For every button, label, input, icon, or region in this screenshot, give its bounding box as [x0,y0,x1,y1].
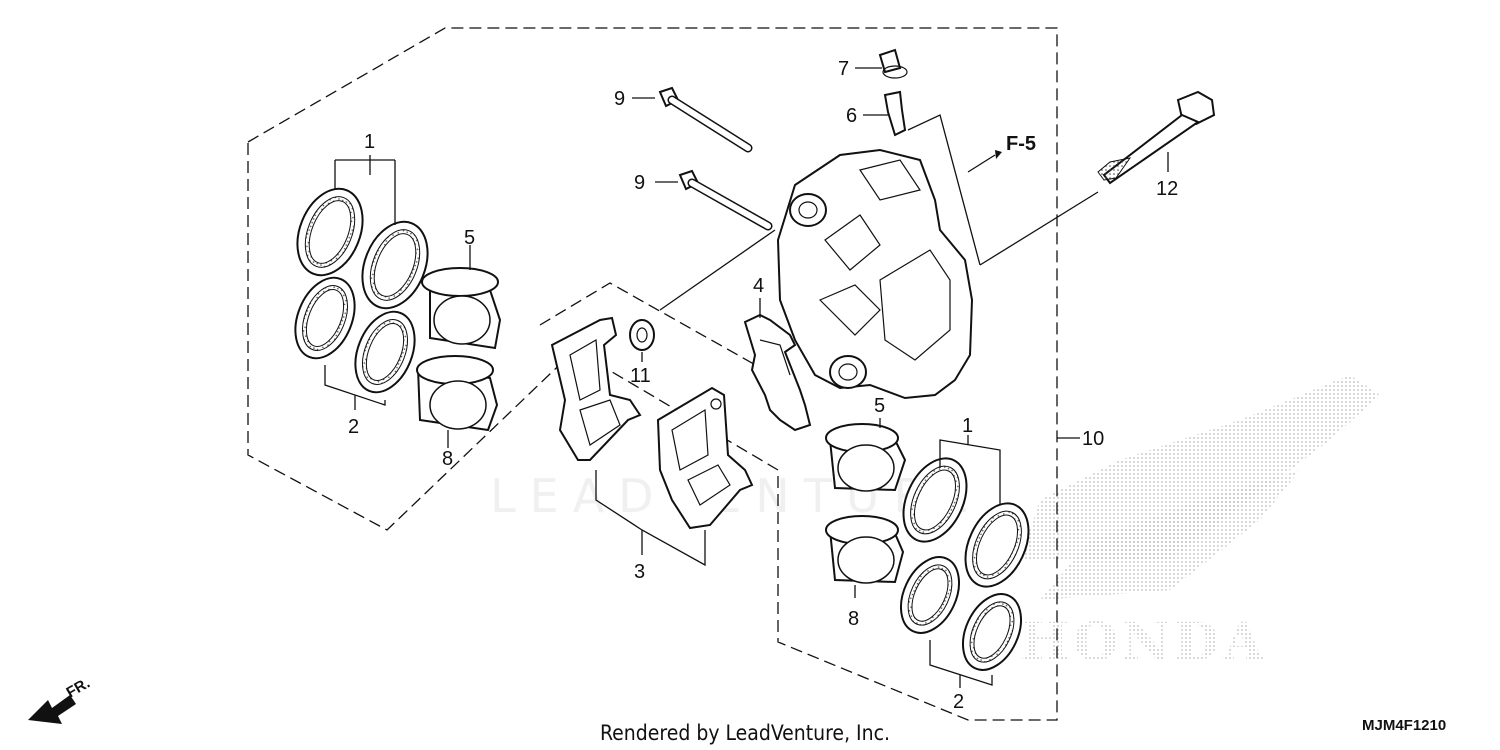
caliper-bolt [1097,90,1216,185]
piston-right-5 [825,423,907,492]
piston-seal-left-1 [296,187,364,277]
small-seal-11 [629,319,655,351]
callout-8-right: 8 [848,608,859,630]
piston-seal-right-1 [902,457,968,543]
piston-left-8 [416,355,499,432]
honda-wing-watermark [1020,375,1380,600]
callout-2-left: 2 [348,416,359,438]
pad-pin-lower [678,169,773,231]
piston-right-8 [825,515,905,584]
callout-5-left: 5 [464,227,475,249]
bleeder-cap [878,48,908,79]
caliper-body [776,148,974,400]
ref-label-f5: F-5 [1006,133,1036,155]
brake-pad-2 [656,386,754,530]
callout-6: 6 [846,105,857,127]
front-direction-arrow [28,695,76,724]
pad-spring [743,313,812,432]
callout-3: 3 [634,561,645,583]
piston-seal-left-2 [361,220,429,310]
callout-9-lower: 9 [634,172,645,194]
piston-left-5 [421,267,502,350]
callout-8-left: 8 [442,448,453,470]
callout-10: 10 [1082,428,1104,450]
diagram-code: MJM4F1210 [1362,717,1446,734]
honda-brand-watermark: HONDA [1020,612,1267,673]
dust-seal-left-1 [294,276,356,360]
callout-2-right: 2 [953,691,964,713]
brake-pad-1 [550,316,642,461]
dust-seal-right-1 [899,556,961,634]
callout-5-right: 5 [874,395,885,417]
pad-pin-upper [658,86,753,153]
callout-9-upper: 9 [614,88,625,110]
callout-4: 4 [753,275,764,297]
left-seal-group-outline [247,27,1058,721]
dust-seal-left-2 [354,310,416,394]
callout-1-right: 1 [962,415,973,437]
piston-seal-right-2 [964,502,1030,588]
footer-credit: Rendered by LeadVenture, Inc. [600,721,890,745]
callout-11: 11 [630,365,651,387]
bleeder-valve [883,90,907,137]
dust-seal-right-2 [961,593,1023,671]
callout-1-left: 1 [364,131,375,153]
callout-7: 7 [838,58,849,80]
callout-12: 12 [1156,178,1178,200]
